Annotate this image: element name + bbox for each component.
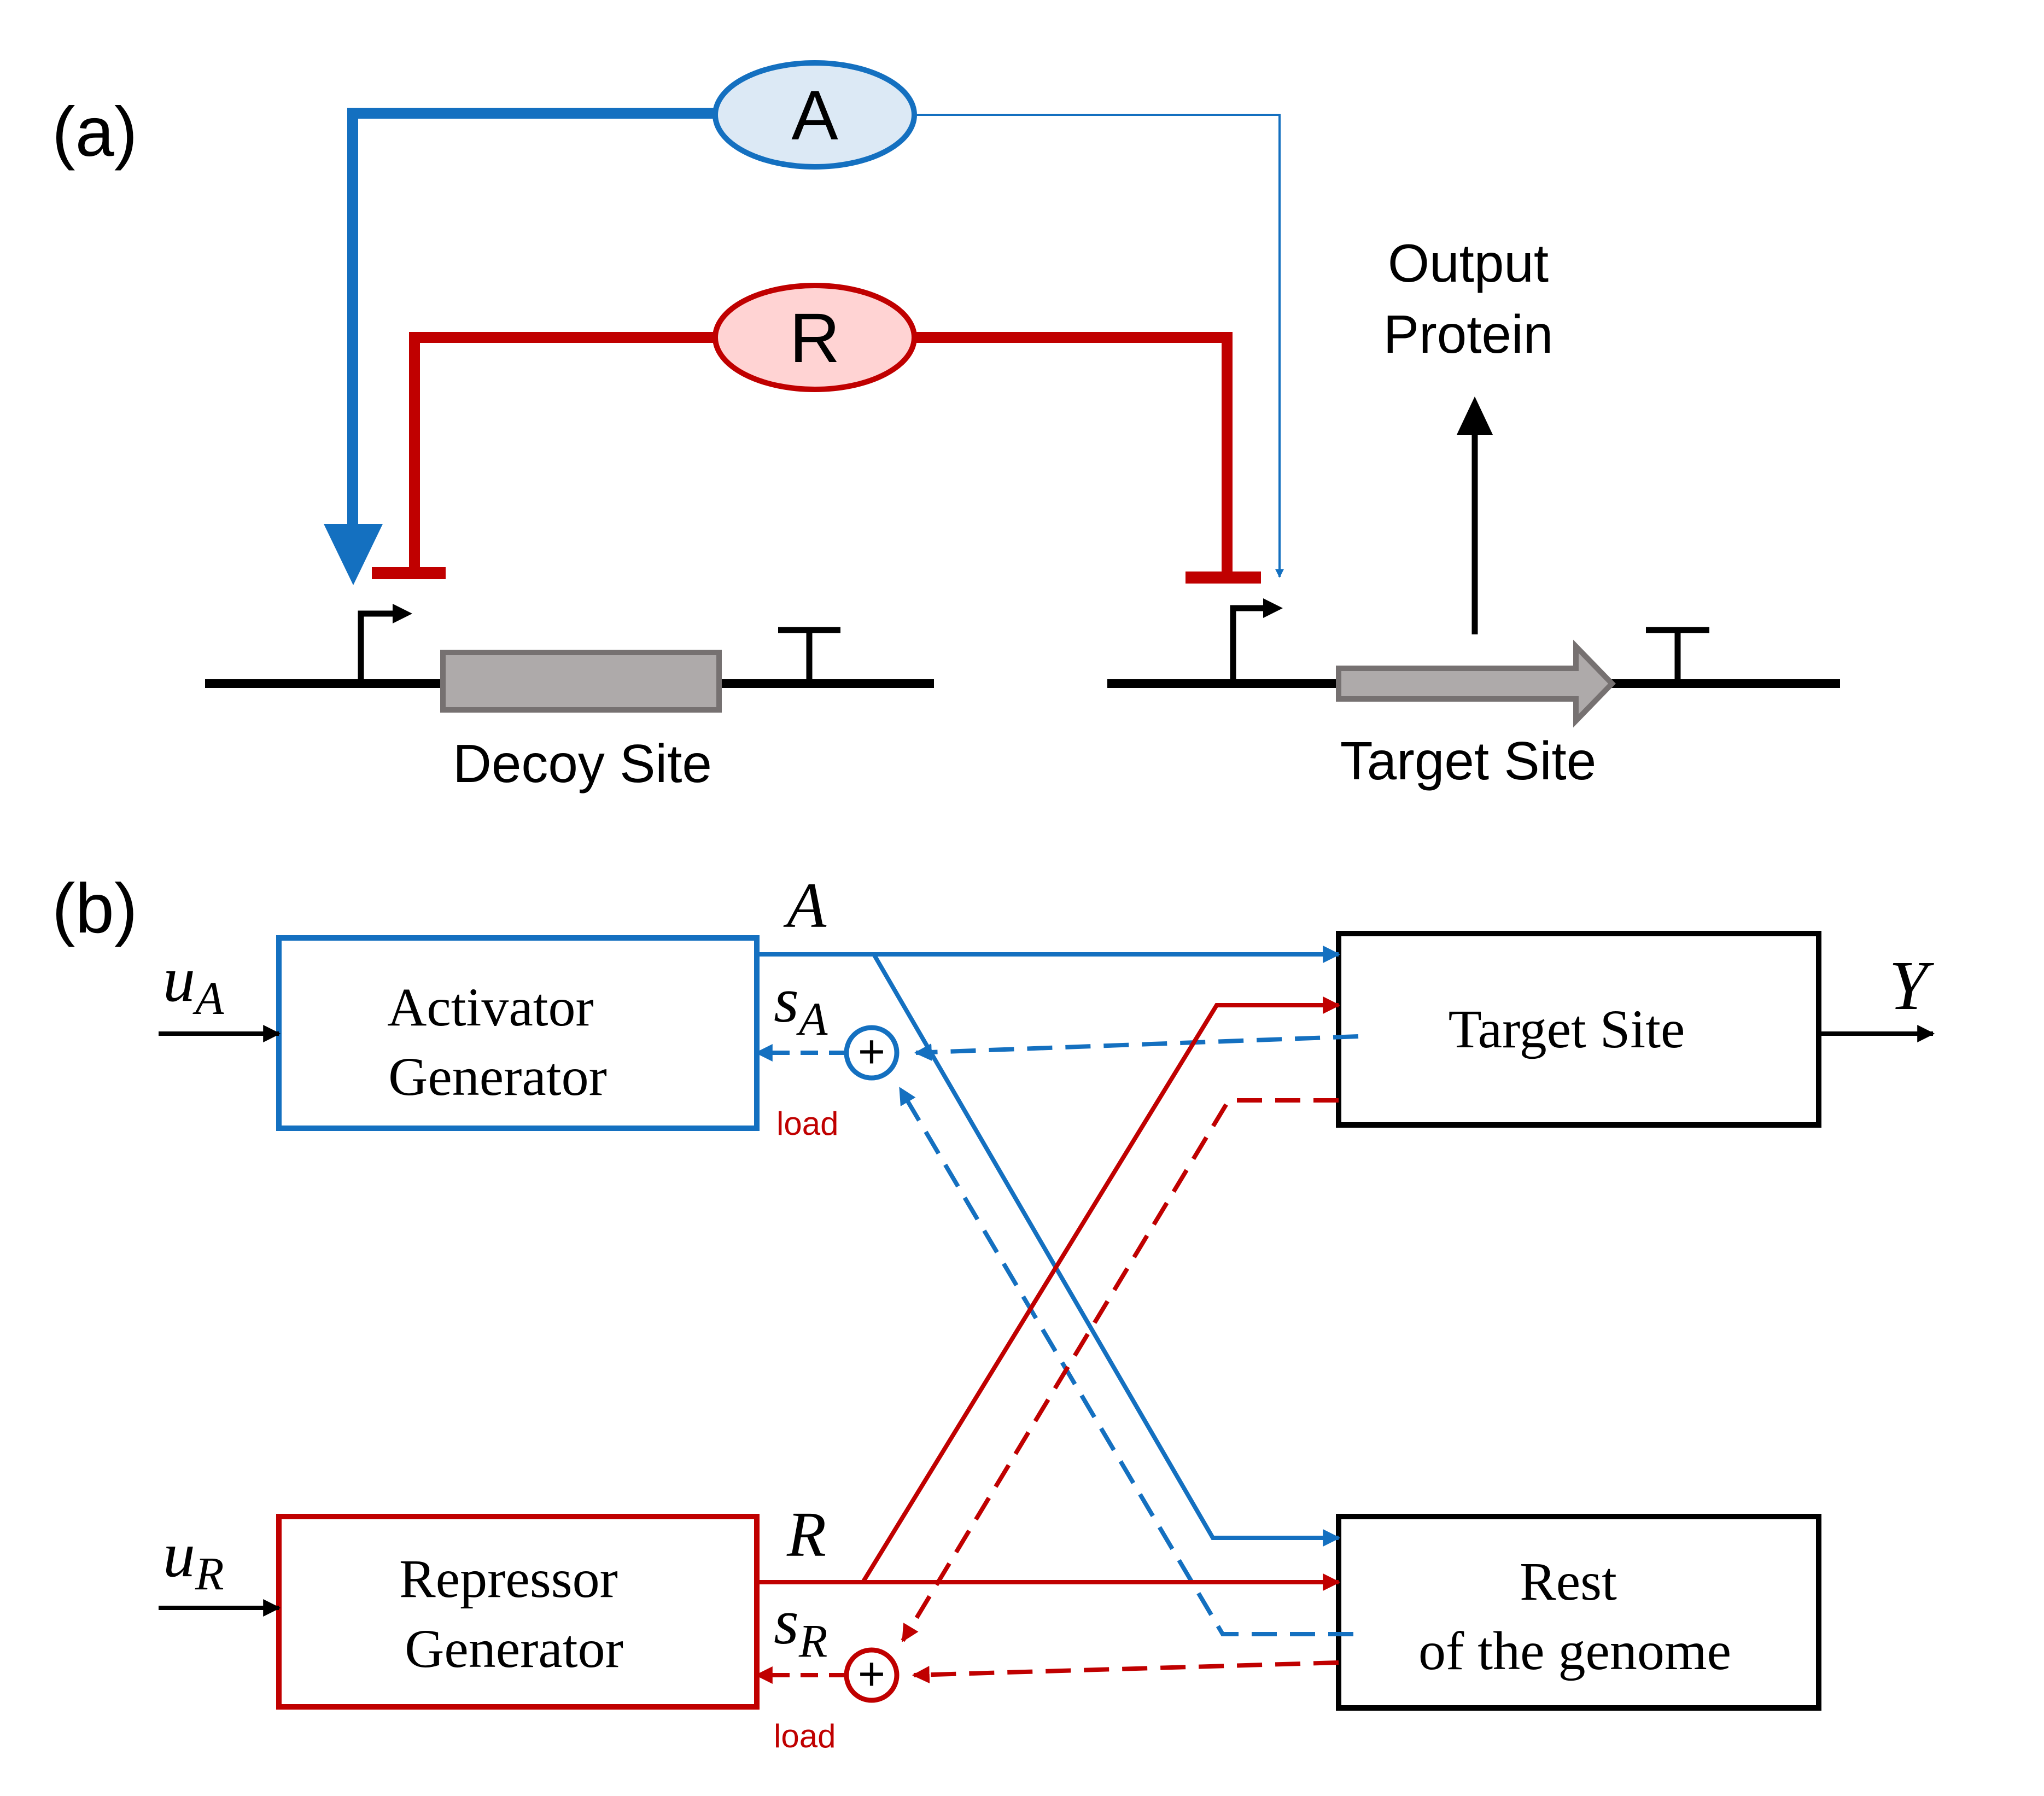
repressor-to-target-signal bbox=[861, 996, 1341, 1584]
repressor-node-label: R bbox=[790, 299, 840, 377]
activator-to-decoy-arrowhead bbox=[324, 524, 383, 585]
target-promoter-arrowhead bbox=[1263, 598, 1283, 618]
rest-of-genome-label-line1: Rest bbox=[1520, 1551, 1617, 1612]
repressor-generator-block bbox=[276, 1514, 760, 1710]
target-site-block-label: Target Site bbox=[1449, 999, 1685, 1059]
target-site-block bbox=[1336, 931, 1821, 1128]
input-a-label: uA bbox=[163, 943, 224, 1024]
retro-a-label: sA bbox=[774, 964, 828, 1045]
retro-a-from-genome bbox=[898, 1087, 1353, 1636]
repressor-node bbox=[713, 283, 917, 392]
decoy-promoter-arrow bbox=[358, 610, 393, 684]
repressor-to-decoy-line bbox=[409, 332, 716, 573]
activator-to-decoy-line bbox=[347, 108, 716, 525]
panel-a-label: (a) bbox=[52, 93, 137, 171]
signal-r-label: R bbox=[786, 1498, 826, 1570]
target-promoter-arrow bbox=[1230, 605, 1263, 684]
retro-r-label: sR bbox=[774, 1586, 827, 1667]
load-a-label: load bbox=[776, 1105, 838, 1142]
repressor-to-target-line bbox=[912, 332, 1233, 578]
decoy-gene bbox=[440, 650, 722, 713]
activator-generator-label-line1: Activator bbox=[387, 977, 594, 1037]
target-gene bbox=[1336, 639, 1616, 728]
rest-of-genome-block bbox=[1336, 1514, 1821, 1711]
summing-junction-a-symbol: + bbox=[858, 1025, 885, 1078]
activator-node bbox=[713, 60, 917, 170]
retro-a-from-target bbox=[914, 1034, 1359, 1061]
signal-a-label: A bbox=[783, 870, 827, 941]
output-protein-label-line2: Protein bbox=[1383, 304, 1554, 364]
repressor-generator-label-line1: Repressor bbox=[399, 1548, 618, 1609]
decoy-terminator bbox=[778, 627, 840, 684]
input-r-label: uR bbox=[163, 1519, 224, 1600]
target-terminator bbox=[1646, 627, 1709, 684]
activator-generator-block bbox=[276, 935, 760, 1131]
output-protein-arrowhead bbox=[1457, 396, 1493, 435]
output-protein-label-line1: Output bbox=[1388, 233, 1549, 293]
panel-b-label: (b) bbox=[52, 870, 137, 948]
summing-junction-r bbox=[844, 1647, 900, 1703]
activator-node-label: A bbox=[791, 77, 838, 155]
target-site-label-a: Target Site bbox=[1340, 731, 1596, 791]
summing-junction-r-symbol: + bbox=[858, 1648, 885, 1700]
output-y-label: Y bbox=[1889, 947, 1934, 1024]
decoy-promoter-arrowhead bbox=[393, 604, 412, 623]
activator-generator-label-line2: Generator bbox=[388, 1046, 607, 1107]
activator-to-genome-signal bbox=[872, 953, 1341, 1547]
rest-of-genome-label-line2: of the genome bbox=[1418, 1620, 1731, 1681]
decoy-site-label: Decoy Site bbox=[453, 733, 712, 794]
repressor-generator-label-line2: Generator bbox=[405, 1618, 623, 1679]
retro-r-from-target bbox=[901, 1098, 1339, 1642]
activator-to-target-line bbox=[912, 114, 1284, 578]
retro-r-from-genome bbox=[912, 1660, 1339, 1684]
load-r-label: load bbox=[774, 1718, 836, 1754]
summing-junction-a bbox=[844, 1025, 900, 1081]
